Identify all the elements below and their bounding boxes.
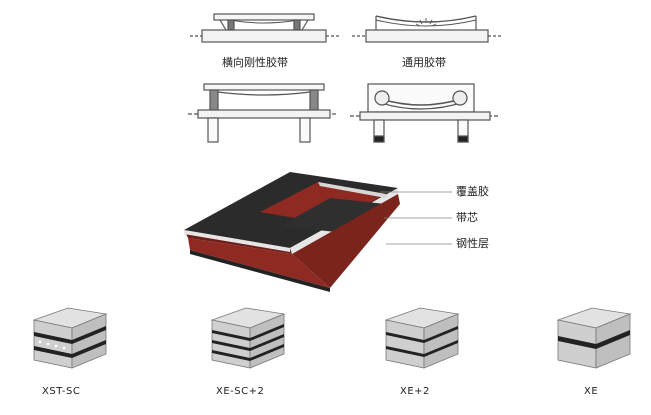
rigid-belt-frame-view xyxy=(188,83,338,143)
variant-xe-sc-2-block xyxy=(210,307,286,369)
label-rigid-belt: 横向刚性胶带 xyxy=(222,56,288,69)
belt-layer-illustration xyxy=(184,172,400,292)
general-belt-top-view xyxy=(352,15,502,43)
label-steel-layer: 钢性层 xyxy=(456,237,489,250)
variant-label-xe: XE xyxy=(584,386,599,397)
general-belt-frame-view xyxy=(350,83,500,143)
label-cover-rubber: 覆盖胶 xyxy=(456,185,489,198)
variant-label-xst-sc: XST-SC xyxy=(42,386,81,397)
variant-xe-2-block xyxy=(384,307,460,369)
rigid-belt-top-view xyxy=(190,13,340,43)
label-belt-core: 带芯 xyxy=(456,211,478,224)
variant-label-xe-sc-2: XE-SC+2 xyxy=(216,386,265,397)
label-general-belt: 通用胶带 xyxy=(402,56,446,69)
variant-xe-block xyxy=(556,307,632,369)
variant-xst-sc-block xyxy=(32,307,108,369)
variant-label-xe-2: XE+2 xyxy=(400,386,430,397)
